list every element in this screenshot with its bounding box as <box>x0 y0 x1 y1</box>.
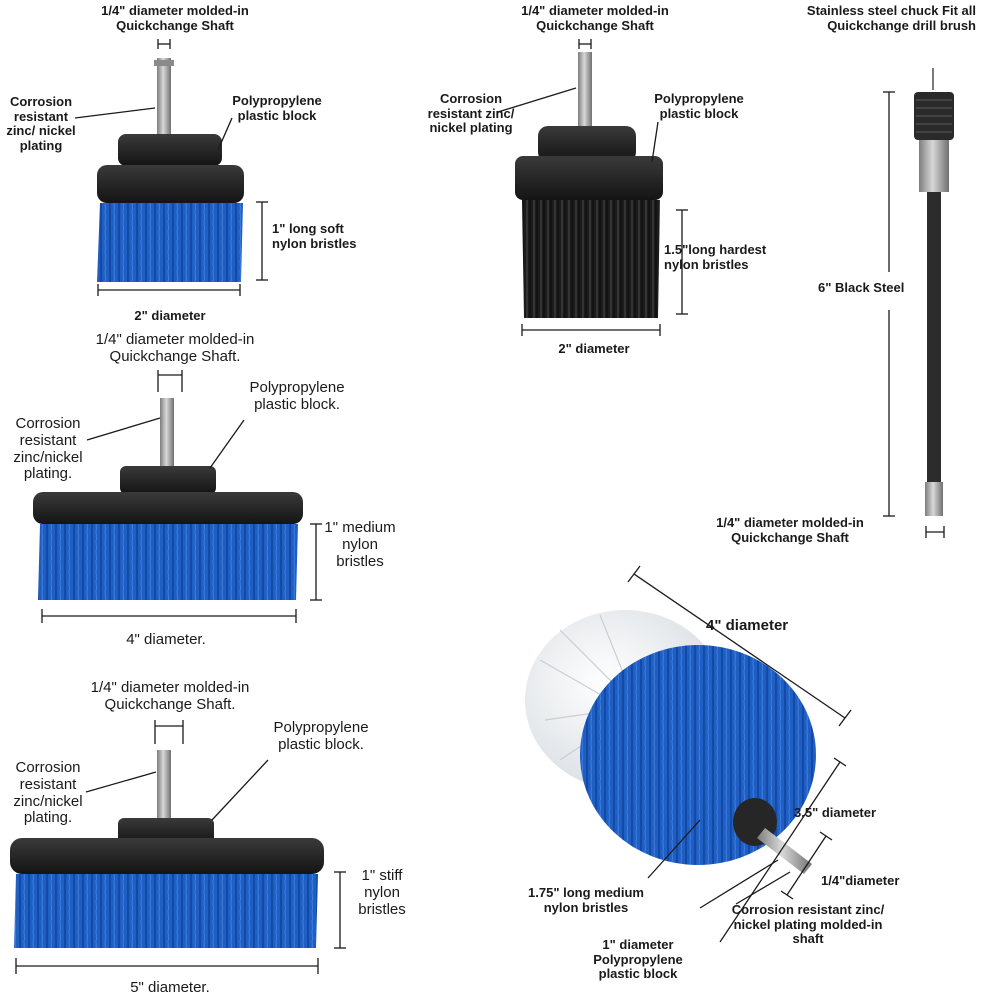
brush4-block-top <box>118 818 214 844</box>
b1-shaft-label: 1/4" diameter molded-in Quickchange Shaf… <box>101 3 249 33</box>
b1-block-label: Polypropylene plastic block <box>232 93 322 123</box>
b4-diameter-label: 5" diameter. <box>130 979 210 996</box>
b5-block-label: 1" diameter Polypropylene plastic block <box>593 937 683 982</box>
brush3-shaft <box>160 398 174 470</box>
brush4-shaft <box>157 750 171 822</box>
b3-diameter-label: 4" diameter. <box>126 631 206 648</box>
ext-steel-label: 6" Black Steel <box>818 280 905 295</box>
brush2-block-top <box>538 126 636 162</box>
b2-bristles-label: 1.5"long hardest nylon bristles <box>664 242 767 272</box>
b4-bristles-label: 1" stiff nylon bristles <box>358 867 406 918</box>
b5-corrosion-label: Corrosion resistant zinc/ nickel plating… <box>731 902 885 947</box>
b5-diameter14-label: 1/4"diameter <box>821 873 900 888</box>
b1-diameter-label: 2" diameter <box>134 308 206 323</box>
brush1-shaft-tip <box>154 60 174 66</box>
brush4-bristles <box>14 874 318 948</box>
brush2-shaft <box>578 52 592 142</box>
brush3-block-top <box>120 466 216 494</box>
brush1-block-top <box>118 134 222 166</box>
b4-shaft-label: 1/4" diameter molded-in Quickchange Shaf… <box>90 679 250 713</box>
b3-block-label: Polypropylene plastic block. <box>249 379 345 413</box>
b2-corrosion-label: Corrosion resistant zinc/ nickel plating <box>427 91 515 136</box>
brush3-bristles <box>38 524 298 600</box>
brush-4in-medium <box>33 398 303 600</box>
extension-rod <box>914 68 954 516</box>
b2-diameter-label: 2" diameter <box>558 341 630 356</box>
chuck-sleeve <box>919 140 949 192</box>
brush-2in-soft <box>97 58 244 282</box>
b5-bristles-label: 1.75" long medium nylon bristles <box>528 885 644 915</box>
brush5-blue-bristles <box>580 645 816 865</box>
brush-5in-stiff <box>10 750 324 948</box>
b1-corrosion-label: Corrosion resistant zinc/ nickel plating <box>6 94 76 153</box>
brush-2in-hardest <box>515 52 663 318</box>
brush-4in-drill-ball <box>525 610 816 874</box>
b3-shaft-label: 1/4" diameter molded-in Quickchange Shaf… <box>95 331 255 365</box>
b4-corrosion-label: Corrosion resistant zinc/nickel plating. <box>13 759 83 827</box>
brush2-block <box>515 156 663 200</box>
brush1-shaft <box>157 58 171 140</box>
b4-block-label: Polypropylene plastic block. <box>273 719 369 753</box>
b5-diameter4-label: 4" diameter <box>706 617 789 634</box>
b3-corrosion-label: Corrosion resistant zinc/nickel plating. <box>13 415 83 483</box>
ext-chuck-label: Stainless steel chuck Fit all Quickchang… <box>806 3 976 33</box>
brush2-bristles <box>522 200 660 318</box>
brush1-bristles <box>97 203 243 282</box>
rod-hex-shaft <box>925 482 943 516</box>
b2-block-label: Polypropylene plastic block <box>654 91 744 121</box>
b1-bristles-label: 1" long soft nylon bristles <box>272 221 357 251</box>
b5-diameter35-label: 3.5" diameter <box>794 805 877 820</box>
brush5-shaft <box>757 828 812 874</box>
dimension-lines <box>15 39 945 974</box>
brush1-block <box>97 165 244 203</box>
brush3-block <box>33 492 303 524</box>
b3-bristles-label: 1" medium nylon bristles <box>324 519 396 570</box>
black-steel-rod <box>927 192 941 482</box>
ext-shaft-label: 1/4" diameter molded-in Quickchange Shaf… <box>716 515 864 545</box>
b2-shaft-label: 1/4" diameter molded-in Quickchange Shaf… <box>521 3 669 33</box>
brush4-block <box>10 838 324 874</box>
